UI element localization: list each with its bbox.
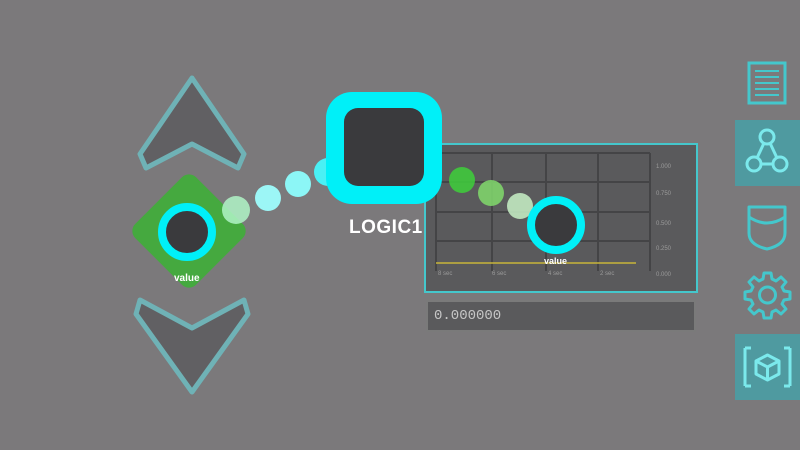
up-arrow-button[interactable]: [132, 72, 252, 174]
down-arrow-icon: [133, 297, 251, 395]
y-tick: 0.750: [656, 191, 672, 197]
y-tick: 0.500: [656, 221, 672, 227]
logic-block-label: LOGIC1: [349, 217, 423, 238]
x-tick: 8 sec: [438, 271, 453, 277]
document-icon: [747, 61, 787, 105]
node-graph-icon: [745, 128, 789, 173]
up-arrow-icon: [137, 75, 247, 171]
output-port[interactable]: [525, 194, 587, 256]
cube-frame-icon: [743, 346, 792, 388]
x-tick: 6 sec: [492, 271, 507, 277]
pocket-icon: [747, 205, 787, 251]
y-tick: 1.000: [656, 164, 672, 170]
down-arrow-button[interactable]: [132, 292, 252, 398]
x-tick: 4 sec: [548, 271, 563, 277]
input-port-label: value: [174, 273, 200, 284]
toolbar-node-graph-button[interactable]: [735, 120, 800, 186]
logic-block[interactable]: [320, 86, 448, 210]
toolbar-settings-button[interactable]: [735, 262, 800, 328]
toolbar-object-button[interactable]: [735, 334, 800, 400]
gear-icon: [743, 271, 792, 320]
toolbar-document-button[interactable]: [735, 50, 800, 116]
toolbar-pocket-button[interactable]: [735, 193, 800, 259]
output-port-label: value: [544, 256, 568, 266]
x-tick: 2 sec: [600, 271, 615, 277]
y-tick: 0.250: [656, 246, 672, 252]
y-tick: 0.000: [656, 272, 672, 278]
value-readout: 0.000000: [426, 300, 696, 332]
input-port[interactable]: [156, 201, 218, 263]
